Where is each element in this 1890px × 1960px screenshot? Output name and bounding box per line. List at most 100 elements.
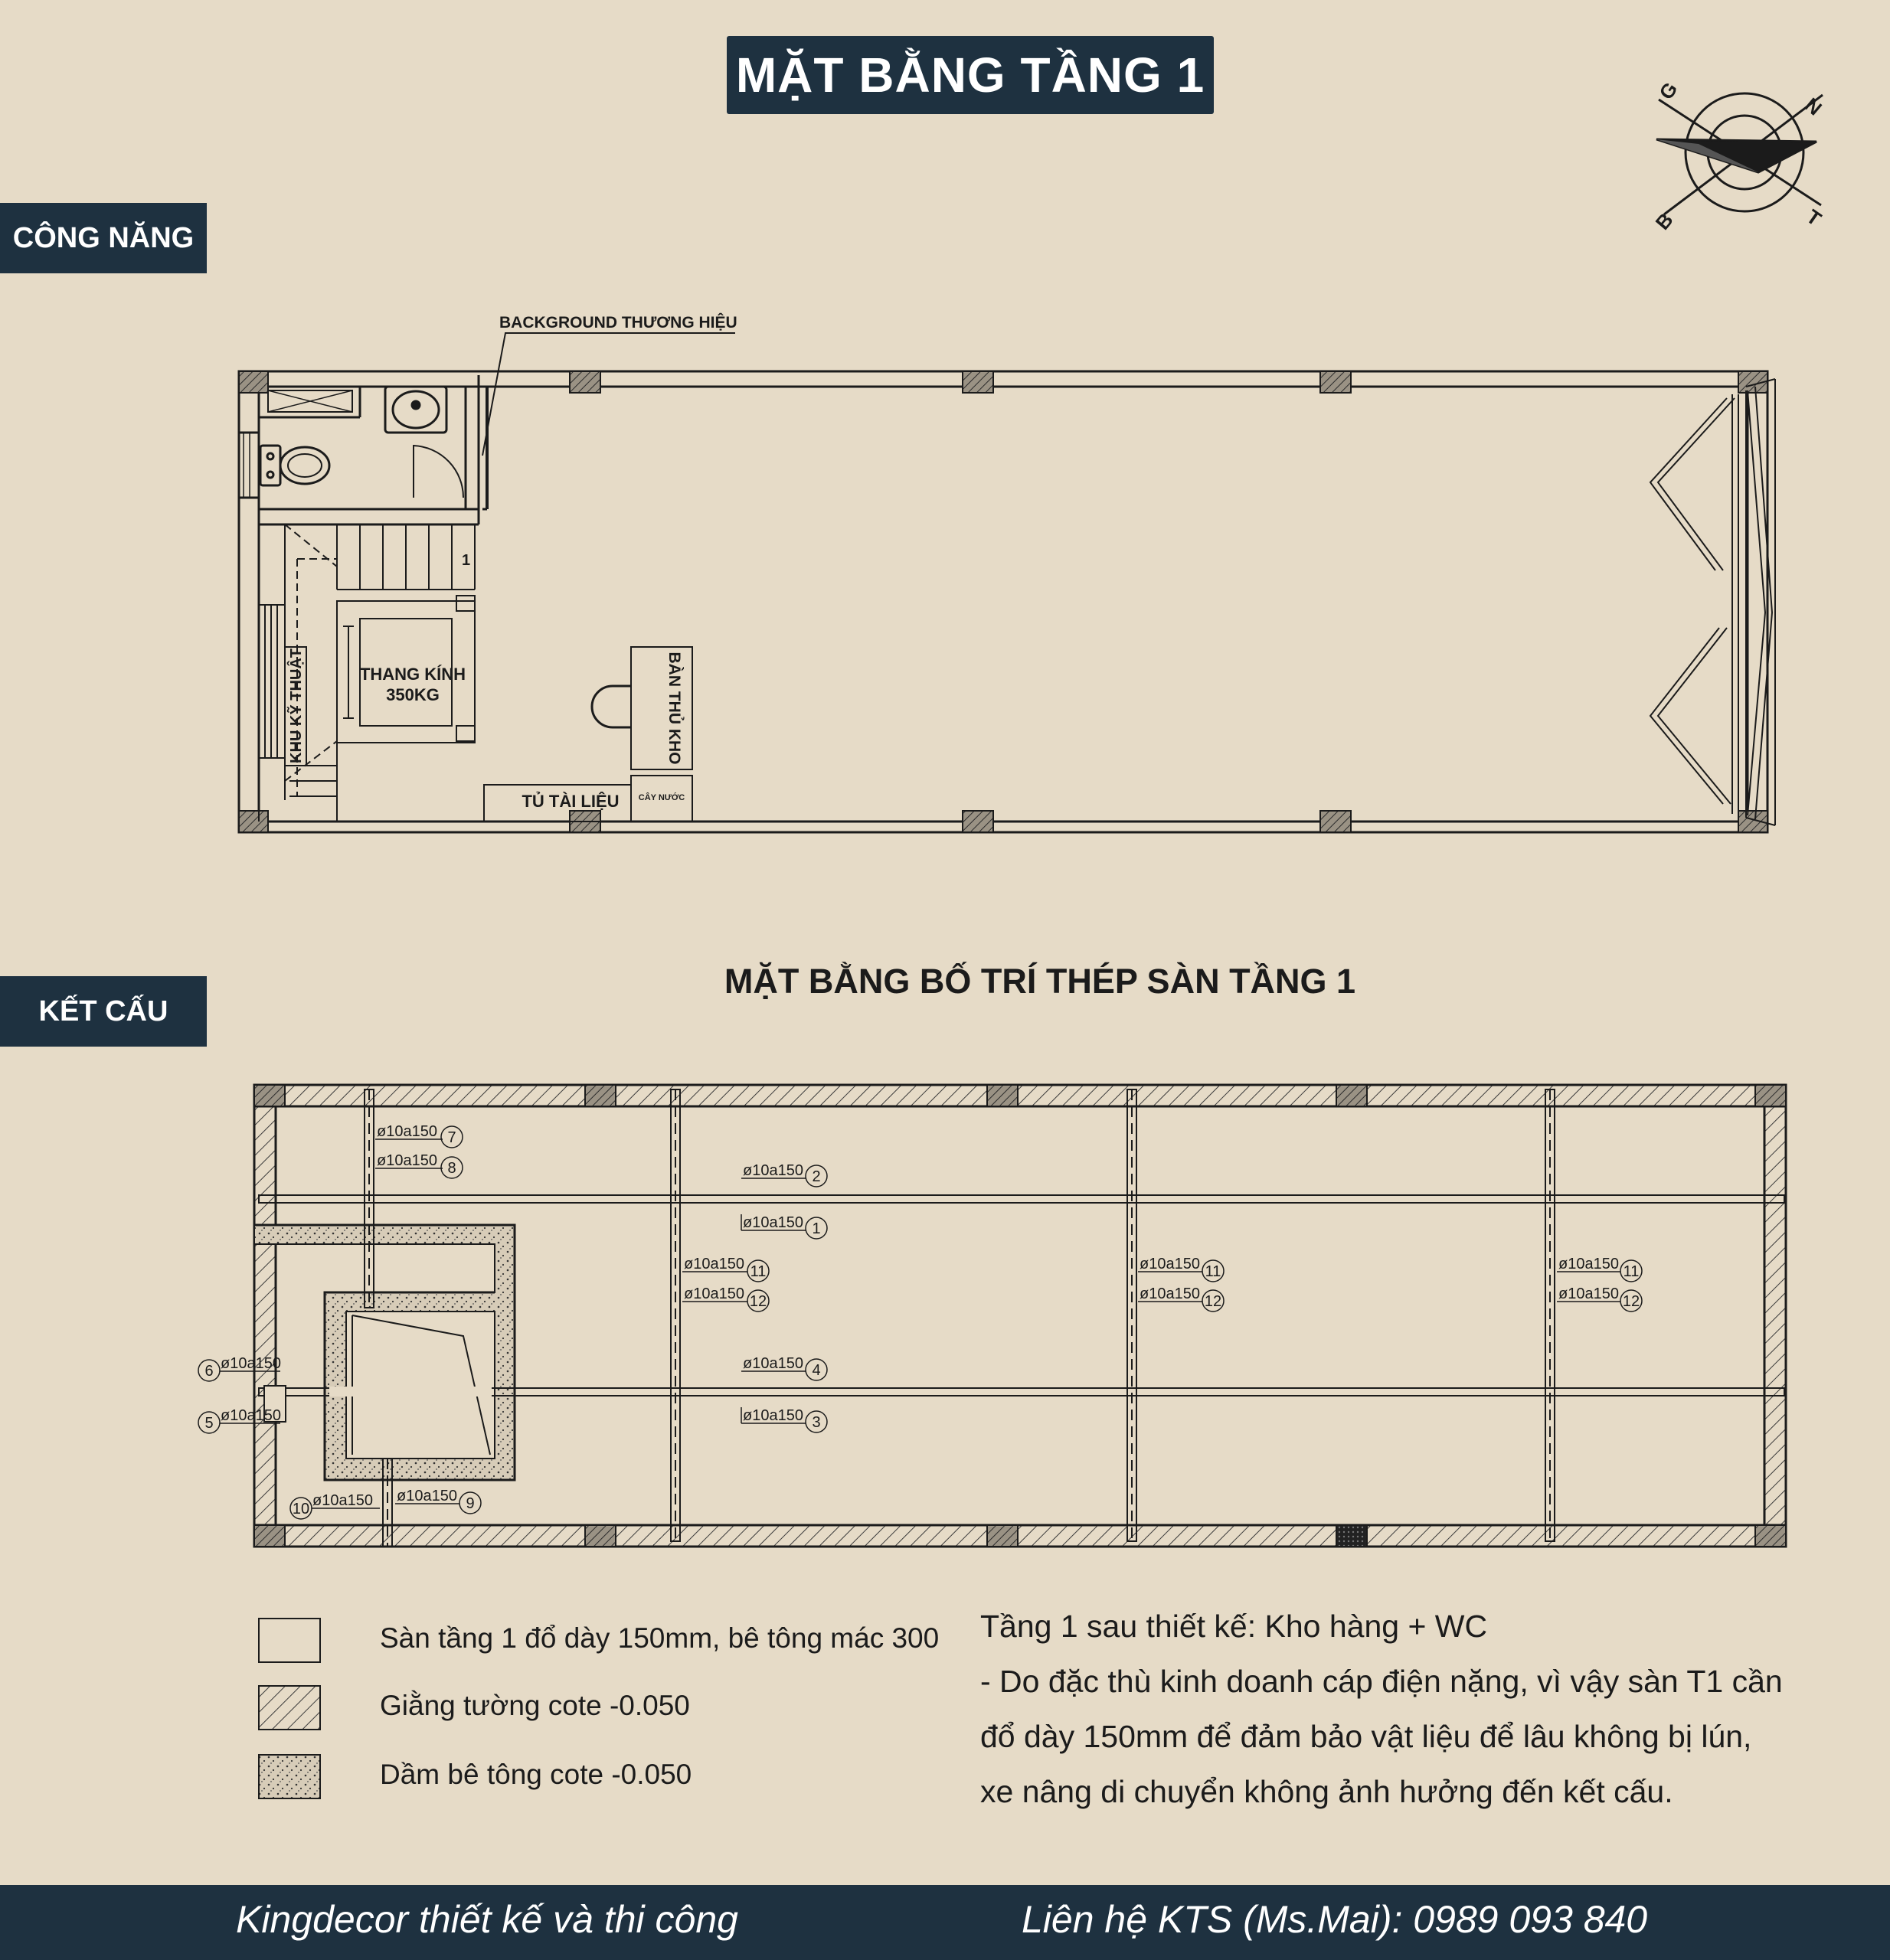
- column: [1319, 810, 1352, 833]
- section-label-structure: KẾT CẤU: [0, 976, 207, 1047]
- svg-text:ø10a150: ø10a150: [1558, 1256, 1619, 1272]
- rebar-callout-1: ø10a150 1: [741, 1214, 828, 1240]
- document-cabinet-label: TỦ TÀI LIỆU: [522, 792, 619, 811]
- rebar-callout-11-b: ø10a150 11: [1138, 1256, 1225, 1282]
- structure-plan: [253, 1083, 1787, 1548]
- rebar-callout-2: ø10a150 2: [741, 1162, 828, 1187]
- column: [986, 1084, 1019, 1107]
- column: [584, 1084, 616, 1107]
- legend-swatch-wall-tie: [258, 1685, 321, 1730]
- svg-text:11: 11: [750, 1263, 767, 1280]
- svg-text:11: 11: [1205, 1263, 1221, 1280]
- column: [238, 371, 269, 394]
- elevator-label: THANG KÍNH: [360, 665, 466, 684]
- note-line: xe nâng di chuyển không ảnh hưởng đến kế…: [980, 1774, 1673, 1809]
- water-dispenser-label: CÂY NƯỚC: [639, 792, 685, 802]
- svg-text:ø10a150: ø10a150: [1140, 1256, 1200, 1272]
- svg-text:ø10a150: ø10a150: [221, 1407, 281, 1424]
- folding-door: [1649, 378, 1776, 826]
- sink-icon: [384, 385, 448, 434]
- svg-text:ø10a150: ø10a150: [377, 1152, 437, 1169]
- svg-text:10: 10: [293, 1501, 309, 1517]
- rebar-callout-9: ø10a150 9: [395, 1488, 482, 1514]
- warehouse-desk-label: BÀN THỦ KHO: [665, 652, 684, 765]
- legend-swatch-concrete-beam: [258, 1754, 321, 1799]
- rebar-callout-8: ø10a150 8: [375, 1152, 463, 1179]
- column: [1319, 371, 1352, 394]
- svg-text:ø10a150: ø10a150: [312, 1492, 373, 1509]
- rebar-callout-7: ø10a150 7: [375, 1123, 463, 1148]
- svg-text:ø10a150: ø10a150: [743, 1214, 803, 1231]
- svg-text:7: 7: [447, 1129, 456, 1146]
- rebar-callout-4: ø10a150 4: [741, 1355, 828, 1381]
- svg-text:1: 1: [812, 1220, 820, 1237]
- rebar-callout-12-b: ø10a150 12: [1138, 1285, 1225, 1312]
- legend-label-concrete-beam: Dầm bê tông cote -0.050: [380, 1759, 692, 1790]
- footer-company: Kingdecor thiết kế và thi công: [236, 1898, 738, 1941]
- legend-label-wall-tie: Giằng tường cote -0.050: [380, 1690, 690, 1721]
- svg-text:ø10a150: ø10a150: [397, 1488, 457, 1504]
- chair-icon: [590, 684, 631, 729]
- rebar-callout-12-c: ø10a150 12: [1557, 1285, 1643, 1312]
- legend: [258, 1618, 321, 1799]
- rebar-callout-6: 6 ø10a150: [198, 1355, 281, 1382]
- note-line: đổ dày 150mm để đảm bảo vật liệu để lâu …: [980, 1719, 1752, 1754]
- svg-text:2: 2: [812, 1168, 820, 1185]
- section-label-function: CÔNG NĂNG: [0, 203, 207, 273]
- column: [1336, 1084, 1368, 1107]
- rebar-annotations: ø10a150 7 ø10a150 8 ø10a150 2 ø10a150 1 …: [198, 1123, 1643, 1520]
- rebar-callout-12-a: ø10a150 12: [682, 1285, 770, 1312]
- inner-wall: [257, 385, 1749, 823]
- note-line: Tầng 1 sau thiết kế: Kho hàng + WC: [980, 1609, 1488, 1644]
- outer-wall: [237, 370, 1769, 834]
- column: [569, 371, 601, 394]
- svg-text:6: 6: [204, 1363, 213, 1380]
- svg-text:4: 4: [812, 1362, 820, 1379]
- column: [1754, 1524, 1787, 1547]
- column: [962, 371, 994, 394]
- drawing-canvas: G N B T: [198, 78, 1826, 1799]
- legend-swatch-slab: [258, 1618, 321, 1663]
- water-dispenser: [630, 775, 693, 822]
- structure-plan-title: MẶT BẰNG BỐ TRÍ THÉP SÀN TẦNG 1: [724, 962, 1355, 1001]
- compass-letter-t: T: [1803, 204, 1826, 230]
- svg-text:5: 5: [204, 1415, 213, 1432]
- rebar-callout-10: 10 ø10a150: [289, 1492, 380, 1520]
- svg-text:ø10a150: ø10a150: [684, 1256, 744, 1272]
- footer-bar: [0, 1885, 1890, 1960]
- rebar-callout-3: ø10a150 3: [741, 1407, 828, 1433]
- elevator: THANG KÍNH 350KG: [336, 595, 476, 743]
- warehouse-desk: [630, 646, 693, 770]
- design-notes: Tầng 1 sau thiết kế: Kho hàng + WC - Do …: [980, 1599, 1861, 1819]
- compass-letter-b: B: [1651, 208, 1678, 234]
- footer-contact: Liên hệ KTS (Ms.Mai): 0989 093 840: [1022, 1898, 1648, 1941]
- floor-plan: 1 THANG KÍNH 350KG KHU KỸ THUẬT TỦ TÀI L…: [237, 313, 1776, 834]
- column: [1336, 1524, 1368, 1547]
- svg-text:ø10a150: ø10a150: [221, 1355, 281, 1372]
- column: [962, 810, 994, 833]
- toilet-icon: [259, 444, 331, 487]
- page-title: MẶT BẰNG TẦNG 1: [727, 36, 1214, 114]
- technical-area-label: KHU KỸ THUẬT: [286, 648, 305, 763]
- svg-text:ø10a150: ø10a150: [377, 1123, 437, 1140]
- column: [253, 1524, 286, 1547]
- svg-text:ø10a150: ø10a150: [743, 1355, 803, 1372]
- column: [584, 1524, 616, 1547]
- column: [253, 1084, 286, 1107]
- svg-text:12: 12: [1205, 1293, 1221, 1310]
- staircase: 1: [258, 524, 476, 822]
- legend-label-slab: Sàn tầng 1 đổ dày 150mm, bê tông mác 300: [380, 1622, 940, 1654]
- svg-text:11: 11: [1624, 1263, 1640, 1280]
- rebar-callout-11-a: ø10a150 11: [682, 1256, 770, 1282]
- column: [986, 1524, 1019, 1547]
- svg-text:12: 12: [1623, 1293, 1640, 1310]
- svg-text:ø10a150: ø10a150: [743, 1407, 803, 1424]
- column: [1754, 1084, 1787, 1107]
- svg-text:8: 8: [447, 1160, 456, 1177]
- svg-text:ø10a150: ø10a150: [684, 1285, 744, 1302]
- rebar-callout-11-c: ø10a150 11: [1557, 1256, 1643, 1282]
- elevator-capacity: 350KG: [386, 685, 440, 704]
- svg-text:ø10a150: ø10a150: [743, 1162, 803, 1179]
- compass-icon: G N B T: [1651, 78, 1826, 234]
- svg-text:3: 3: [812, 1414, 820, 1431]
